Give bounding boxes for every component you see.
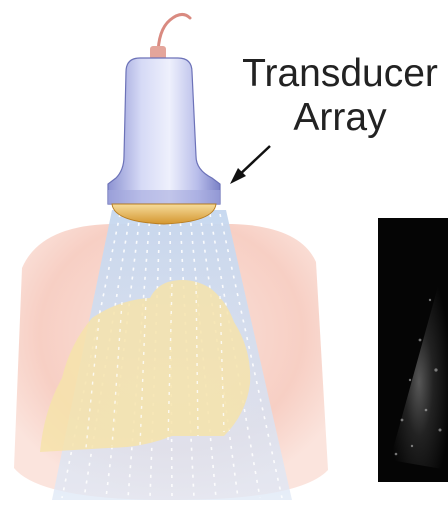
transducer-array-label: Transducer Array [232, 52, 448, 140]
label-line-1: Transducer [232, 52, 448, 96]
probe-cable [150, 14, 190, 60]
transducer-probe [108, 58, 220, 224]
ultrasound-image [378, 218, 448, 482]
label-line-2: Array [232, 96, 448, 140]
pointer-arrow [230, 146, 270, 184]
